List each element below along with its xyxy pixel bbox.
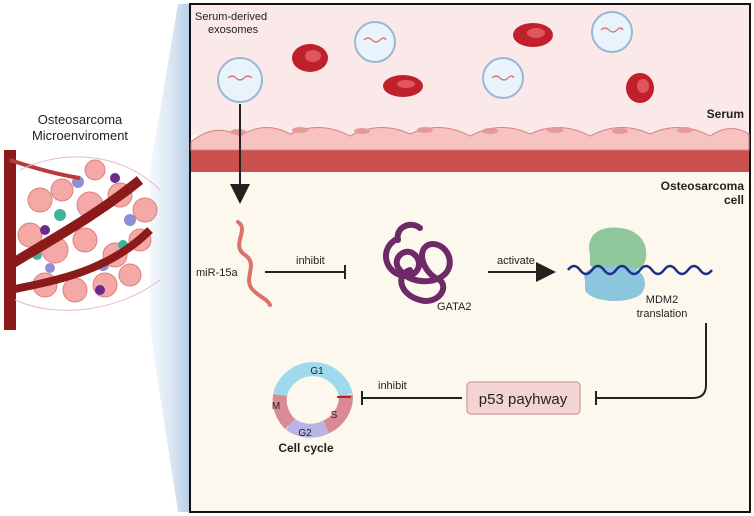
mdm2-inhibit-line	[596, 323, 707, 399]
mir15a-label: miR-15a	[196, 267, 238, 279]
p53-label: p53 payhway	[479, 391, 568, 408]
gata2-label: GATA2	[437, 301, 471, 313]
serum-label: Serum	[707, 107, 744, 121]
microenv-title-line1: Osteosarcoma	[38, 112, 123, 127]
mir15a-strand	[236, 220, 272, 307]
cell-cycle-ring	[272, 362, 353, 438]
inhibit-label-2: inhibit	[378, 380, 407, 392]
zoom-cone	[150, 4, 190, 512]
phase-s-label: S	[331, 410, 338, 421]
cell-label-line1: Osteosarcoma	[661, 179, 745, 193]
mdm2-label-line2: translation	[637, 308, 688, 320]
exosome-rna-strands	[227, 27, 624, 81]
tumor-microenvironment	[4, 150, 161, 330]
mdm2-label-line1: MDM2	[646, 294, 678, 306]
red-blood-cells	[292, 23, 654, 103]
exosome-label-line2: exosomes	[208, 24, 259, 36]
activate-label: activate	[497, 255, 535, 267]
microenv-title-line2: Microenviroment	[32, 128, 128, 143]
endothelial-cell-layer	[190, 126, 750, 151]
phase-g2-label: G2	[298, 428, 312, 439]
phase-m-label: M	[272, 401, 280, 412]
cell-label-line2: cell	[724, 193, 744, 207]
inhibit-label-1: inhibit	[296, 255, 325, 267]
p53-box	[466, 381, 581, 415]
exosomes	[217, 11, 633, 103]
cell-cycle-title: Cell cycle	[278, 441, 334, 455]
exosome-label-line1: Serum-derived	[195, 11, 267, 23]
mrna-strand	[567, 264, 713, 276]
serum-region	[191, 5, 749, 135]
phase-g1-label: G1	[310, 366, 324, 377]
ribosome	[584, 227, 647, 302]
gata2-protein	[383, 221, 453, 304]
membrane-band	[191, 148, 749, 172]
